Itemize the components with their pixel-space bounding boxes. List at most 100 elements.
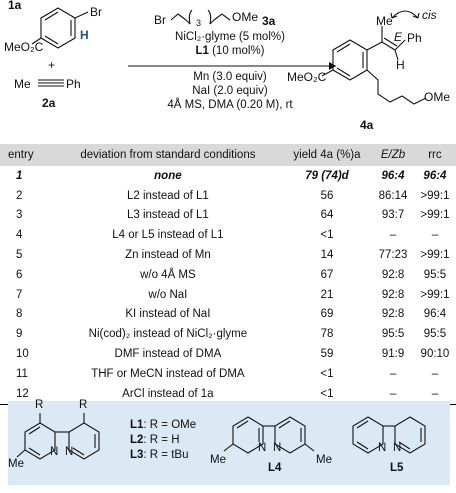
- cell-ez: 95:5: [381, 328, 405, 341]
- cell-rr: –: [431, 367, 439, 380]
- reactant-1-ester: MeO₂C: [4, 40, 44, 54]
- reaction-scheme: 1a Br MeO₂C H + Me Ph 2a Br 3 OMe 3a NiC…: [0, 0, 456, 142]
- table-row: 8 KI instead of NaI 69 92:8 96:4: [0, 305, 456, 325]
- cell-ez: 92:8: [381, 268, 405, 281]
- table-row: 1 none 79 (74)d 96:4 96:4: [0, 166, 456, 186]
- condition-ligand-name: L1: [195, 45, 209, 57]
- cell-entry: 1: [16, 169, 23, 182]
- reagent-id: 3a: [262, 14, 276, 28]
- cell-yield: 67: [320, 268, 334, 281]
- ligand-l3-label: L3: [130, 449, 144, 461]
- cell-yield: 14: [320, 249, 334, 262]
- cell-ez: 96:4: [381, 169, 405, 182]
- table-row: 5 Zn instead of Mn 14 77:23 >99:1: [0, 245, 456, 265]
- header-deviation: deviation from standard conditions: [54, 144, 282, 166]
- product-e-label: E: [394, 30, 403, 44]
- product-ester: MeO₂C: [287, 70, 327, 84]
- table-row: 6 w/o 4Å MS 67 92:8 95:5: [0, 265, 456, 285]
- header-yield: yield 4a (%)a: [281, 144, 373, 166]
- cell-yield: <1: [320, 367, 334, 380]
- cell-deviation: none: [154, 169, 182, 182]
- ligand-l5-label: L5: [390, 462, 404, 474]
- reactant-2-ph: Ph: [66, 77, 81, 91]
- cell-rr: >99:1: [420, 189, 450, 202]
- cell-yield: 69: [320, 308, 334, 321]
- cell-deviation: w/o 4Å MS: [140, 268, 196, 281]
- table-row: 12 ArCl instead of 1a <1 – –: [0, 383, 456, 405]
- cell-rr: 96:4: [423, 308, 447, 321]
- cell-deviation: DMF instead of DMA: [114, 348, 222, 361]
- reagent-subscript: 3: [196, 18, 202, 28]
- cell-entry: 6: [16, 268, 23, 281]
- ligand-l1-r: : R = OMe: [143, 419, 197, 431]
- cell-entry: 4: [16, 229, 23, 242]
- cell-ez: 92:8: [381, 308, 405, 321]
- ligand-l1-label: L1: [130, 419, 144, 431]
- cell-deviation: L4 or L5 instead of L1: [112, 229, 224, 242]
- cell-deviation: THF or MeCN instead of DMA: [91, 367, 245, 380]
- cell-ez: 77:23: [378, 249, 408, 262]
- product-ome: OMe: [424, 90, 451, 104]
- cell-entry: 5: [16, 249, 23, 262]
- condition-reductant: Mn (3.0 equiv): [193, 71, 267, 83]
- cell-yield: 21: [320, 288, 334, 301]
- condition-ligand: L1 (10 mol%): [130, 44, 330, 58]
- cell-deviation: Zn instead of Mn: [125, 249, 211, 262]
- cell-rr: –: [431, 229, 439, 242]
- ligand-l4-n-left: N: [258, 442, 267, 454]
- cell-entry: 3: [16, 209, 23, 222]
- cell-deviation: w/o NaI: [148, 288, 188, 301]
- cell-deviation: KI instead of NaI: [125, 308, 211, 321]
- condition-catalyst: NiCl₂·glyme (5 mol%): [175, 31, 285, 43]
- ligand-l1-definition: L1: R = OMe: [130, 418, 196, 433]
- condition-ligand-loading: (10 mol%): [208, 45, 265, 57]
- cell-rr: >99:1: [420, 209, 450, 222]
- cell-ez: 91:9: [381, 348, 405, 361]
- reactant-1-br: Br: [90, 5, 102, 19]
- cell-yield: <1: [320, 229, 334, 242]
- cell-entry: 7: [16, 288, 23, 301]
- cell-deviation: L3 instead of L1: [126, 209, 209, 222]
- product-cis-label: cis: [422, 8, 437, 22]
- cell-rr: >99:1: [420, 288, 450, 301]
- ligand-l2-label: L2: [130, 434, 144, 446]
- ligand-l5-n-left: N: [378, 442, 387, 454]
- ligand-l5-n-right: N: [393, 442, 402, 454]
- reagent-ome: OMe: [232, 10, 259, 24]
- table-row: 4 L4 or L5 instead of L1 <1 – –: [0, 225, 456, 245]
- cell-deviation: L2 instead of L1: [126, 189, 209, 202]
- ligand-n-right: N: [65, 446, 74, 458]
- cell-yield: 56: [320, 189, 334, 202]
- ligand-structures: [16, 413, 426, 460]
- header-rr: rrc: [413, 144, 456, 166]
- conditions-above: NiCl₂·glyme (5 mol%) L1 (10 mol%): [130, 30, 330, 58]
- cell-entry: 8: [16, 308, 23, 321]
- reagent-br: Br: [154, 13, 166, 27]
- cell-yield: 79 (74)d: [305, 169, 349, 182]
- cell-ez: 92:8: [381, 288, 405, 301]
- ligand-r-left: R: [35, 399, 44, 411]
- optimization-table: entry deviation from standard conditions…: [0, 144, 456, 405]
- cell-entry: 10: [16, 348, 29, 361]
- product-me: Me: [376, 14, 393, 28]
- conditions-below: Mn (3.0 equiv) NaI (2.0 equiv) 4Å MS, DM…: [130, 70, 330, 112]
- reactant-1-h: H: [80, 28, 89, 42]
- reactant-2-me: Me: [14, 77, 31, 91]
- cell-rr: 96:4: [423, 169, 447, 182]
- cell-entry: 2: [16, 189, 23, 202]
- ligand-l4-me-left: Me: [210, 454, 226, 466]
- ligand-r-right: R: [79, 399, 88, 411]
- reactant-1-id: 1a: [8, 0, 22, 12]
- cell-ez: –: [389, 367, 397, 380]
- table-row: 2 L2 instead of L1 56 86:14 >99:1: [0, 186, 456, 206]
- cell-deviation: Ni(cod)₂ instead of NiCl₂·glyme: [88, 328, 248, 341]
- scheme-structures: [31, 7, 427, 105]
- ligand-l4-label: L4: [268, 462, 282, 474]
- ligand-l3-r: : R = tBu: [143, 449, 189, 461]
- reactant-2-id: 2a: [42, 96, 56, 110]
- ligand-l3-definition: L3: R = tBu: [130, 448, 188, 463]
- ligand-l2-definition: L2: R = H: [130, 433, 180, 448]
- product-h: H: [396, 58, 405, 72]
- ligand-l4-me-right: Me: [316, 454, 332, 466]
- header-ez: E/Zb: [372, 144, 414, 166]
